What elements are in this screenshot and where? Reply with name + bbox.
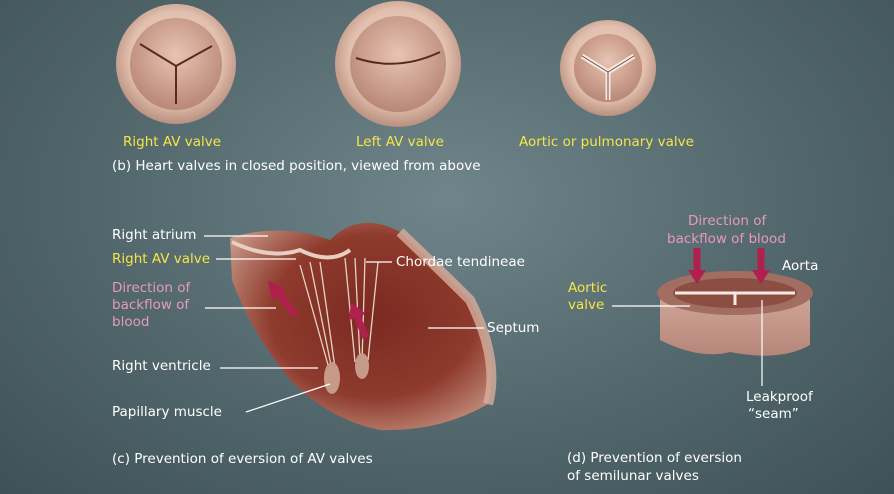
caption-c: (c) Prevention of eversion of AV valves	[112, 451, 373, 467]
right-av-valve-image	[116, 4, 236, 124]
leader-lines	[204, 235, 763, 413]
left-av-valve-image	[335, 1, 461, 127]
backflow-arrow-left	[268, 280, 299, 319]
label-leakproof-2: “seam”	[748, 406, 799, 422]
label-papillary-muscle: Papillary muscle	[112, 404, 222, 420]
label-chordae-tendineae: Chordae tendineae	[396, 254, 525, 270]
aorta-image	[657, 271, 813, 356]
backflow-arrow-aortic-left	[688, 248, 706, 284]
label-backflow-c-3: blood	[112, 314, 150, 330]
label-left-av-valve: Left AV valve	[356, 134, 444, 150]
label-aorta: Aorta	[782, 258, 819, 274]
label-right-atrium: Right atrium	[112, 227, 197, 243]
caption-d-2: of semilunar valves	[567, 468, 699, 484]
label-aortic-valve-1: Aortic	[568, 280, 608, 296]
label-septum: Septum	[487, 320, 540, 336]
backflow-arrow-right	[349, 302, 370, 340]
caption-d-1: (d) Prevention of eversion	[567, 450, 742, 466]
label-aortic-valve-2: valve	[568, 297, 605, 313]
label-backflow-d-1: Direction of	[688, 213, 767, 229]
label-leakproof-1: Leakproof	[746, 389, 813, 405]
backflow-arrow-aortic-right	[752, 248, 770, 284]
label-right-ventricle: Right ventricle	[112, 358, 211, 374]
label-backflow-c-2: backflow of	[112, 297, 190, 313]
label-right-av-valve: Right AV valve	[123, 134, 222, 150]
label-backflow-d-2: backflow of blood	[667, 231, 786, 247]
aortic-valve-image	[560, 20, 656, 116]
label-aortic-pulmonary-valve: Aortic or pulmonary valve	[519, 134, 694, 150]
label-right-av-valve-c: Right AV valve	[112, 251, 211, 267]
label-backflow-c-1: Direction of	[112, 280, 191, 296]
caption-b: (b) Heart valves in closed position, vie…	[112, 158, 481, 174]
